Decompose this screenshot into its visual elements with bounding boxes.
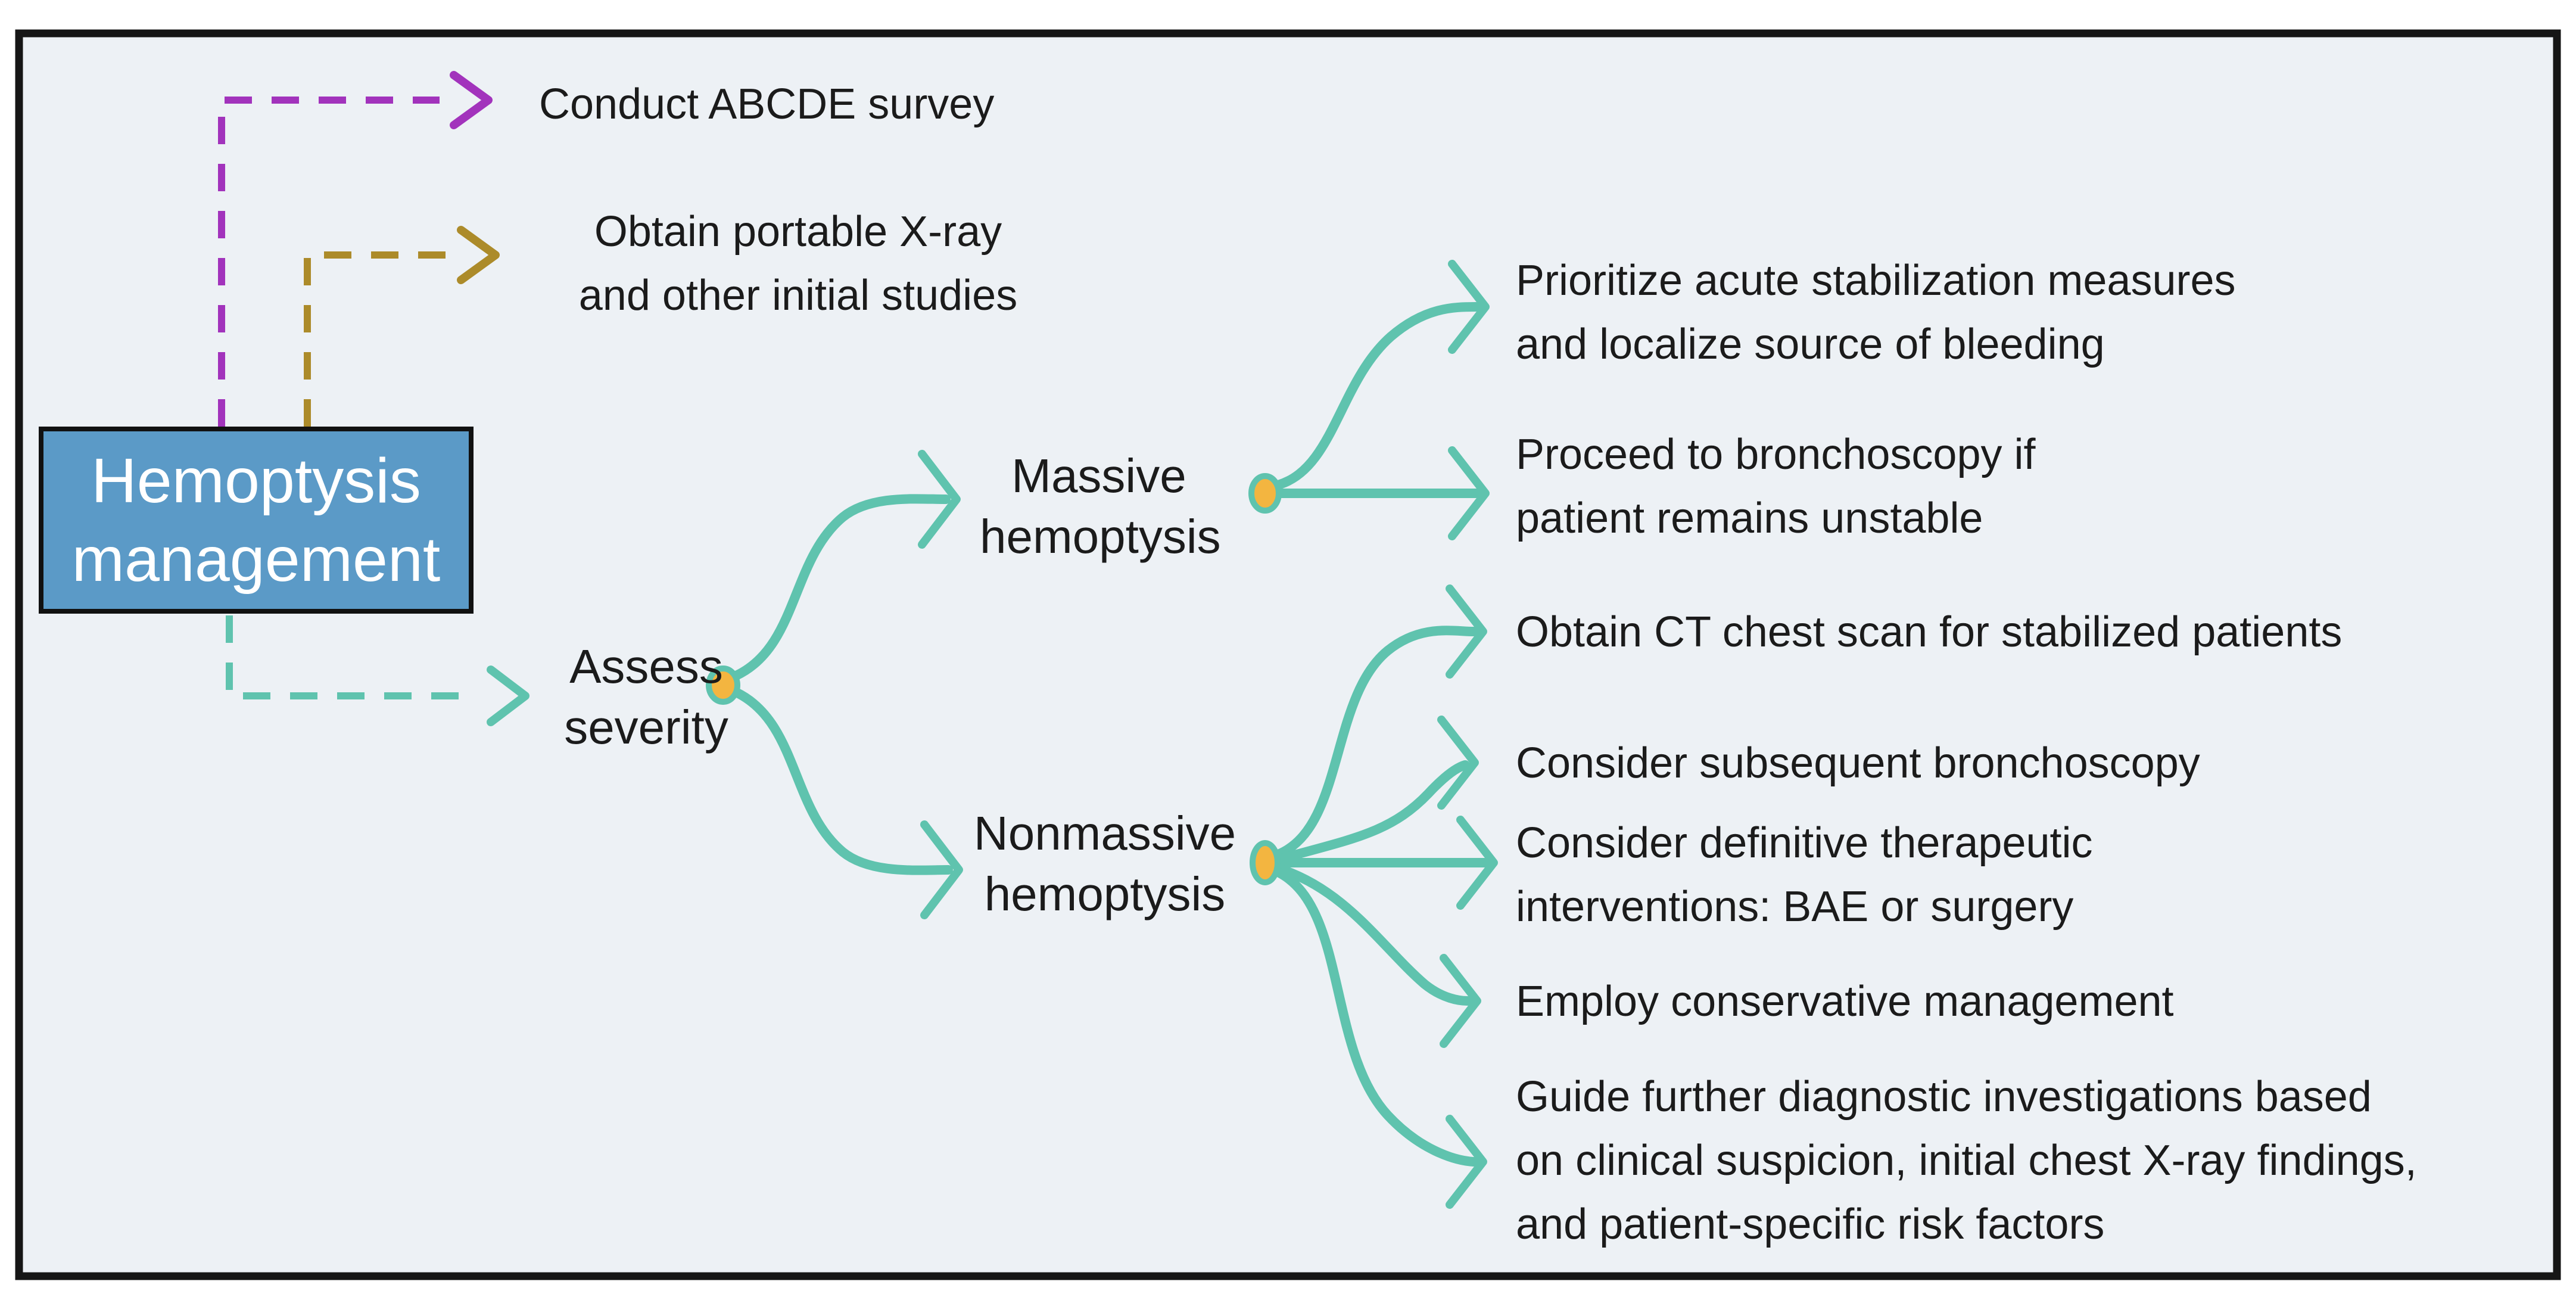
action-text-line: Conduct ABCDE survey xyxy=(539,80,995,128)
root-box-hemoptysis-management: Hemoptysis management xyxy=(39,427,474,614)
action-text-line: Guide further diagnostic investigations … xyxy=(1516,1073,2372,1121)
action-text-line: on clinical suspicion, initial chest X-r… xyxy=(1516,1137,2417,1184)
action-obtain-portable-xray: Obtain portable X-ray and other initial … xyxy=(524,200,1072,328)
arrowhead-massive-icon xyxy=(918,450,961,549)
diagram-border xyxy=(15,29,2561,1280)
connector-assess-dashed-line xyxy=(226,615,475,699)
action-text-line: and patient-specific risk factors xyxy=(1516,1201,2105,1248)
connector-massive-action1 xyxy=(1273,302,1481,490)
node-assess-severity: Assess severity xyxy=(527,636,765,758)
node-label-line: severity xyxy=(564,701,728,754)
action-text-line: and localize source of bleeding xyxy=(1516,321,2105,368)
arrowhead-massive-action1-icon xyxy=(1448,260,1490,354)
connector-xray-dashed-line xyxy=(304,251,447,427)
node-label-line: Nonmassive xyxy=(973,807,1236,860)
arrowhead-assess-icon xyxy=(487,665,529,726)
action-text-line: patient remains unstable xyxy=(1516,495,1983,542)
root-box-line1: Hemoptysis xyxy=(91,446,421,516)
connector-nonmassive-action1 xyxy=(1273,626,1478,859)
action-text-line: Prioritize acute stabilization measures xyxy=(1516,257,2236,304)
action-text-line: and other initial studies xyxy=(578,272,1018,319)
node-label-line: Assess xyxy=(569,640,723,693)
action-prioritize-stabilization: Prioritize acute stabilization measures … xyxy=(1516,249,2236,377)
action-guide-further-investigations: Guide further diagnostic investigations … xyxy=(1516,1065,2417,1257)
node-nonmassive-hemoptysis: Nonmassive hemoptysis xyxy=(956,803,1254,925)
massive-node-dot xyxy=(1248,473,1282,514)
action-text-line: interventions: BAE or surgery xyxy=(1516,883,2074,931)
arrowhead-nonmassive-icon xyxy=(920,820,963,919)
connector-nonmassive-action2 xyxy=(1275,760,1470,864)
node-label-line: hemoptysis xyxy=(980,510,1221,563)
action-text-line: Obtain portable X-ray xyxy=(594,208,1002,256)
connector-assess-massive xyxy=(731,494,951,680)
action-text-line: Proceed to bronchoscopy if xyxy=(1516,431,2036,478)
node-massive-hemoptysis: Massive hemoptysis xyxy=(980,446,1221,567)
action-text-line: Obtain CT chest scan for stabilized pati… xyxy=(1516,608,2343,656)
arrowhead-abcde-icon xyxy=(450,71,493,129)
action-text-line: Consider subsequent bronchoscopy xyxy=(1516,739,2200,787)
root-box-line2: management xyxy=(71,524,441,595)
arrowhead-nonmassive-action4-icon xyxy=(1440,954,1481,1048)
action-obtain-ct-chest-scan: Obtain CT chest scan for stabilized pati… xyxy=(1516,601,2342,664)
action-conduct-abcde-survey: Conduct ABCDE survey xyxy=(539,73,994,136)
node-label-line: Massive xyxy=(1011,449,1186,502)
arrowhead-massive-action2-icon xyxy=(1448,446,1490,540)
assess-node-dot xyxy=(706,665,740,705)
action-employ-conservative-management: Employ conservative management xyxy=(1516,970,2174,1034)
node-label-line: hemoptysis xyxy=(984,867,1226,920)
connector-nonmassive-action5 xyxy=(1273,867,1478,1167)
connector-abcde-dashed-line xyxy=(218,97,440,427)
action-proceed-bronchoscopy: Proceed to bronchoscopy if patient remai… xyxy=(1516,423,2036,551)
action-consider-definitive-interventions: Consider definitive therapeutic interven… xyxy=(1516,811,2093,939)
nonmassive-node-dot xyxy=(1250,840,1281,885)
arrowhead-nonmassive-action5-icon xyxy=(1446,1115,1487,1209)
action-text-line: Consider definitive therapeutic xyxy=(1516,819,2093,867)
arrowhead-nonmassive-action2-icon xyxy=(1437,716,1479,810)
connector-assess-nonmassive xyxy=(731,688,953,875)
action-consider-subsequent-bronchoscopy: Consider subsequent bronchoscopy xyxy=(1516,732,2200,795)
arrowhead-xray-icon xyxy=(457,226,500,284)
arrowhead-nonmassive-action1-icon xyxy=(1446,584,1487,679)
action-text-line: Employ conservative management xyxy=(1516,978,2174,1025)
connector-nonmassive-action4 xyxy=(1275,864,1472,1006)
arrowhead-nonmassive-action3-icon xyxy=(1456,816,1498,910)
